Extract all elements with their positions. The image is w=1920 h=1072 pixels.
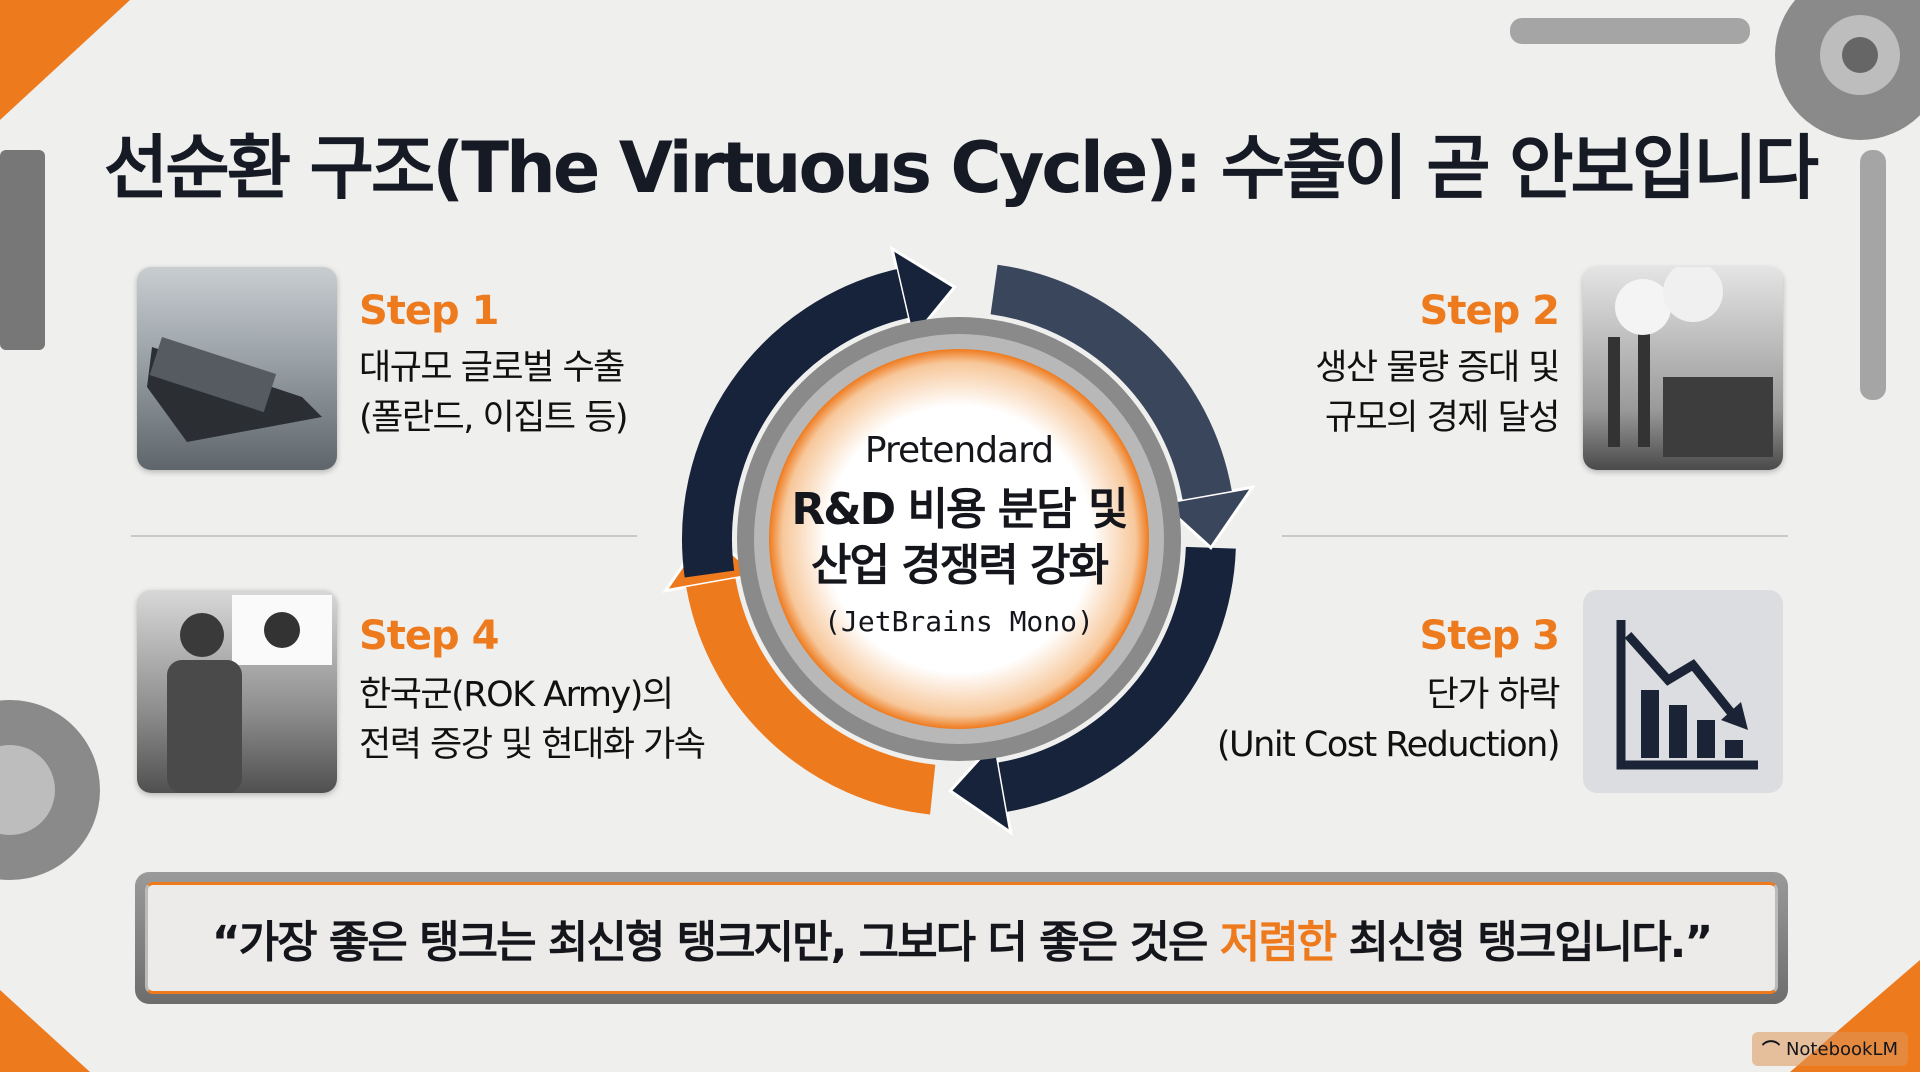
step-4-text: 한국군(ROK Army)의 전력 증강 및 현대화 가속 xyxy=(359,670,706,770)
factory-photo xyxy=(1583,267,1783,470)
virtuous-cycle-diagram xyxy=(662,245,1256,836)
quote-before: “가장 좋은 탱크는 최신형 탱크지만, 그보다 더 좋은 것은 xyxy=(211,917,1220,968)
panel-decoration xyxy=(0,150,45,350)
badge-label: NotebookLM xyxy=(1785,1038,1898,1060)
step-3-text: 단가 하락 (Unit Cost Reduction) xyxy=(1216,670,1561,770)
center-glow xyxy=(769,349,1149,729)
center-line-1: R&D 비용 분담 및 xyxy=(791,484,1128,535)
step-1-label: Step 1 xyxy=(359,288,499,334)
quote-highlight: 저렴한 xyxy=(1219,917,1337,968)
arrow-step2-to-3 xyxy=(990,264,1232,500)
step-2-line-2: 규모의 경제 달성 xyxy=(1324,398,1561,438)
step-4-line-1: 한국군(ROK Army)의 xyxy=(359,675,674,715)
divider-left xyxy=(131,535,637,537)
step-4-line-2: 전력 증강 및 현대화 가속 xyxy=(359,725,706,765)
center-line-2: 산업 경쟁력 강화 xyxy=(811,540,1109,591)
center-font-note-top: Pretendard xyxy=(864,430,1054,471)
step-3-line-2: (Unit Cost Reduction) xyxy=(1216,725,1561,765)
step-3-line-1: 단가 하락 xyxy=(1426,675,1561,715)
arrow-step2-to-3-head-icon xyxy=(1158,485,1256,551)
corner-accent-bottom-left xyxy=(0,990,90,1072)
step-1-line-1: 대규모 글로벌 수출 xyxy=(359,348,625,388)
step-1-text: 대규모 글로벌 수출 (폴란드, 이집트 등) xyxy=(359,343,629,443)
cargo-ship-photo xyxy=(137,267,337,470)
step-1-line-2: (폴란드, 이집트 등) xyxy=(359,398,629,438)
gear-icon xyxy=(1775,0,1920,140)
step-2-text: 생산 물량 증대 및 규모의 경제 달성 xyxy=(1315,343,1561,443)
pipe-decoration xyxy=(1510,18,1750,44)
soldier-flag-photo xyxy=(137,590,337,793)
arrow-step4-to-1 xyxy=(686,578,936,815)
step-2-line-1: 생산 물량 증대 및 xyxy=(1315,348,1560,388)
pipe-decoration xyxy=(1860,150,1886,400)
step-2-label: Step 2 xyxy=(1419,288,1560,334)
gear-icon xyxy=(0,700,100,880)
quote-after: 최신형 탱크입니다.” xyxy=(1335,917,1714,968)
quote-text: “가장 좋은 탱크는 최신형 탱크지만, 그보다 더 좋은 것은 저렴한 최신형… xyxy=(145,882,1778,994)
notebooklm-logo-icon: ⌒ xyxy=(1761,1040,1780,1061)
center-font-note-bottom: (JetBrains Mono) xyxy=(824,605,1094,638)
corner-accent-top-left xyxy=(0,0,130,120)
declining-chart-icon xyxy=(1583,590,1783,793)
center-text: R&D 비용 분담 및 산업 경쟁력 강화 xyxy=(759,482,1159,594)
page-title: 선순환 구조(The Virtuous Cycle): 수출이 곧 안보입니다 xyxy=(103,127,1819,209)
notebooklm-badge: ⌒ NotebookLM xyxy=(1751,1032,1908,1066)
arrow-step3-to-4 xyxy=(998,546,1236,812)
divider-right xyxy=(1282,535,1788,537)
quote-banner: “가장 좋은 탱크는 최신형 탱크지만, 그보다 더 좋은 것은 저렴한 최신형… xyxy=(135,872,1788,1004)
arrow-step1-to-2 xyxy=(682,269,909,578)
step-4-label: Step 4 xyxy=(359,613,499,659)
step-3-label: Step 3 xyxy=(1419,613,1560,659)
